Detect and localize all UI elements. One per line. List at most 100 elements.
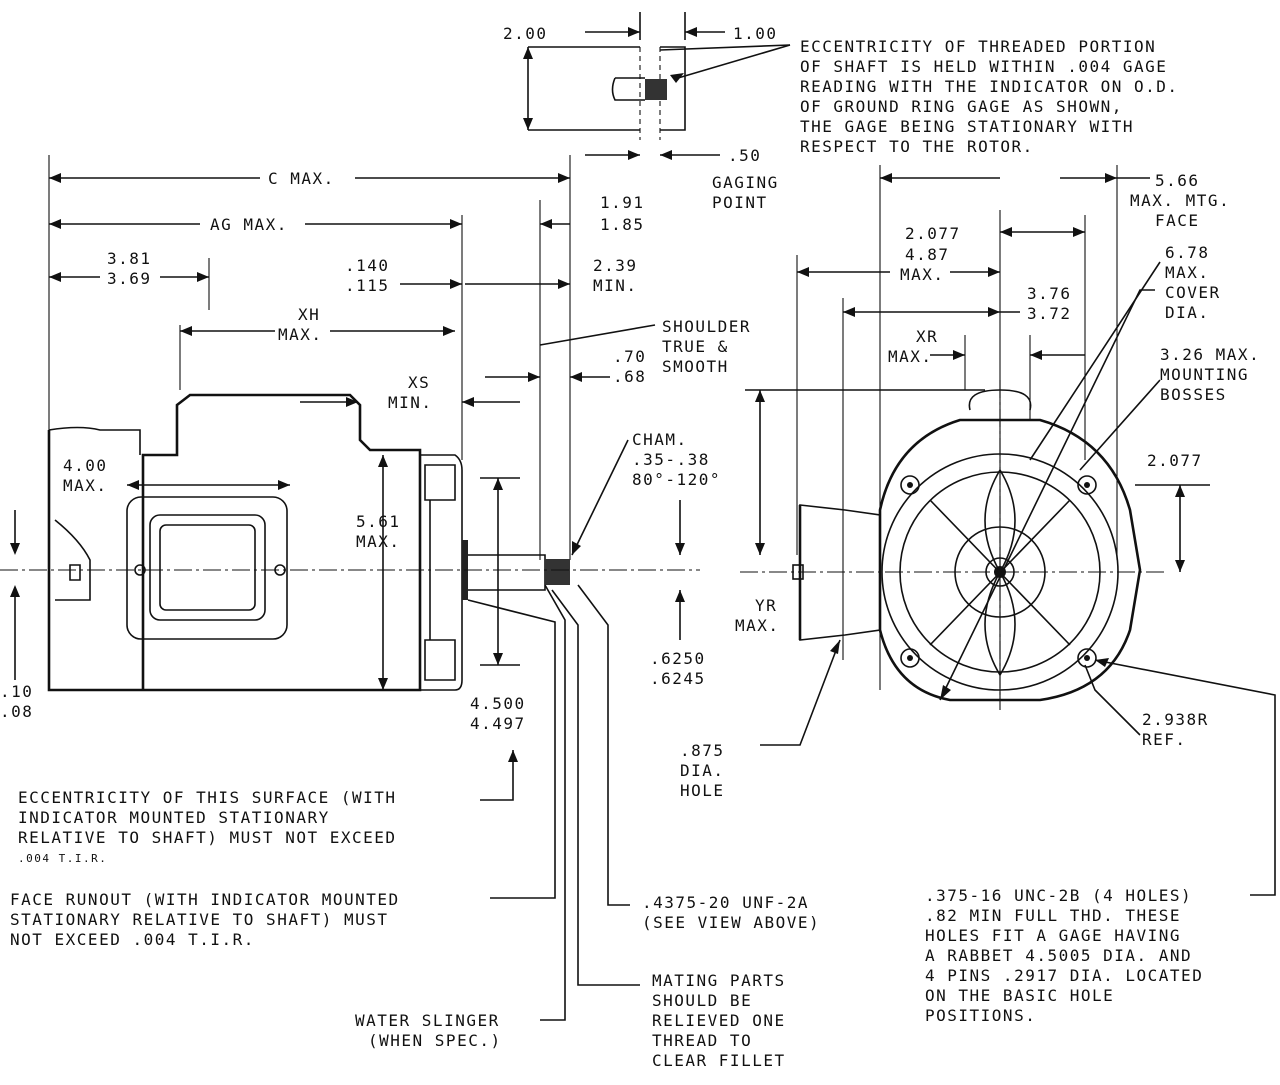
slinger-line-2: (WHEN SPEC.) xyxy=(368,1031,502,1050)
ecc-note-line-1: ECCENTRICITY OF THREADED PORTION xyxy=(800,37,1156,56)
dim-3-26: 3.26 MAX. xyxy=(1160,345,1260,364)
c-max-label: C MAX. xyxy=(268,169,335,188)
shoulder-line-1: SHOULDER xyxy=(662,317,751,336)
holes-line-1: .375-16 UNC-2B (4 HOLES) xyxy=(925,886,1192,905)
dim-3-76: 3.76 xyxy=(1027,284,1072,303)
dim-0-08: .08 xyxy=(0,702,33,721)
mtg-face-line-1: MAX. MTG. xyxy=(1130,191,1230,210)
dim-2-938r: 2.938R xyxy=(1142,710,1209,729)
face-runout-line-1: FACE RUNOUT (WITH INDICATOR MOUNTED xyxy=(10,890,400,909)
dim-5-61-max: MAX. xyxy=(356,532,401,551)
dim-2-077-right: 2.077 xyxy=(1147,451,1203,470)
bosses-line-2: BOSSES xyxy=(1160,385,1227,404)
dim-3-81: 3.81 xyxy=(107,249,152,268)
ecc-surface-line-3: RELATIVE TO SHAFT) MUST NOT EXCEED xyxy=(18,828,397,847)
hole-line-2: DIA. xyxy=(680,761,725,780)
bosses-line-1: MOUNTING xyxy=(1160,365,1249,384)
cover-line-1: MAX. xyxy=(1165,263,1210,282)
mating-line-1: MATING PARTS xyxy=(652,971,786,990)
mounting-boss-icon xyxy=(1077,475,1097,495)
thread-note-line-2: (SEE VIEW ABOVE) xyxy=(642,913,820,932)
end-view: 5.66 MAX. MTG. FACE 2.077 4.87 MAX. 6.78… xyxy=(680,165,1276,896)
dim-0-50: .50 xyxy=(728,146,761,165)
slinger-line-1: WATER SLINGER xyxy=(355,1011,500,1030)
mounting-boss-icon xyxy=(1077,648,1097,668)
mating-line-2: SHOULD BE xyxy=(652,991,752,1010)
cham-line-2: .35-.38 xyxy=(632,450,710,469)
dim-2-39-min: MIN. xyxy=(593,276,638,295)
face-runout-line-3: NOT EXCEED .004 T.I.R. xyxy=(10,930,255,949)
xr-label: XR xyxy=(916,327,938,346)
notes: ECCENTRICITY OF THIS SURFACE (WITH INDIC… xyxy=(10,788,1203,1070)
dim-3-72: 3.72 xyxy=(1027,304,1072,323)
dim-5-61: 5.61 xyxy=(356,512,401,531)
shoulder-line-3: SMOOTH xyxy=(662,357,729,376)
dim-1-91: 1.91 xyxy=(600,193,645,212)
cham-line-1: CHAM. xyxy=(632,430,688,449)
dim-0-70: .70 xyxy=(613,347,646,366)
mating-line-4: THREAD TO xyxy=(652,1031,752,1050)
dim-1-85: 1.85 xyxy=(600,215,645,234)
ag-max-label: AG MAX. xyxy=(210,215,288,234)
shaft-thread-icon xyxy=(545,559,570,585)
dim-1-00: 1.00 xyxy=(733,24,778,43)
dim-2-39: 2.39 xyxy=(593,256,638,275)
xh-label: XH xyxy=(298,305,320,324)
dim-2-077-top: 2.077 xyxy=(905,224,961,243)
ecc-note-line-2: OF SHAFT IS HELD WITHIN .004 GAGE xyxy=(800,57,1167,76)
gaging-label-1: GAGING xyxy=(712,173,779,192)
ecc-note-line-3: READING WITH THE INDICATOR ON O.D. xyxy=(800,77,1179,96)
yr-max-label: MAX. xyxy=(735,616,780,635)
dim-0-68: .68 xyxy=(613,367,646,386)
xh-max-label: MAX. xyxy=(278,325,323,344)
holes-line-7: POSITIONS. xyxy=(925,1006,1036,1025)
thread-note-line-1: .4375-20 UNF-2A xyxy=(642,893,809,912)
yr-label: YR xyxy=(755,596,777,615)
dim-6245: .6245 xyxy=(650,669,706,688)
end-bell-icon xyxy=(881,453,1119,691)
threaded-shaft-end-icon xyxy=(645,79,667,100)
ecc-note-line-6: RESPECT TO THE ROTOR. xyxy=(800,137,1034,156)
dim-2-00: 2.00 xyxy=(503,24,548,43)
dim-0-10: .10 xyxy=(0,682,33,701)
holes-line-2: .82 MIN FULL THD. THESE xyxy=(925,906,1181,925)
mtg-face-line-2: FACE xyxy=(1155,211,1200,230)
mounting-boss-icon xyxy=(900,648,920,668)
xs-label: XS xyxy=(408,373,430,392)
xr-max-label: MAX. xyxy=(888,347,933,366)
cover-line-3: DIA. xyxy=(1165,303,1210,322)
conduit-box-icon xyxy=(126,496,288,640)
dim-140: .140 xyxy=(345,256,390,275)
cham-line-3: 80°-120° xyxy=(632,470,721,489)
dim-5-66: 5.66 xyxy=(1155,171,1200,190)
dim-4-87: 4.87 xyxy=(905,245,950,264)
dim-4-00-max: MAX. xyxy=(63,476,108,495)
cover-line-2: COVER xyxy=(1165,283,1221,302)
dim-6250: .6250 xyxy=(650,649,706,668)
ecc-surface-line-2: INDICATOR MOUNTED STATIONARY xyxy=(18,808,330,827)
hole-line-1: .875 xyxy=(680,741,725,760)
mating-line-3: RELIEVED ONE xyxy=(652,1011,786,1030)
gage-detail-view: 2.00 1.00 .50 GAGING POINT ECCENTRICITY … xyxy=(503,12,1179,212)
mating-line-5: CLEAR FILLET xyxy=(652,1051,786,1070)
ecc-surface-line-1: ECCENTRICITY OF THIS SURFACE (WITH xyxy=(18,788,397,807)
ref-label: REF. xyxy=(1142,730,1187,749)
xs-min-label: MIN. xyxy=(388,393,433,412)
ecc-note-line-4: OF GROUND RING GAGE AS SHOWN, xyxy=(800,97,1123,116)
dim-4-500: 4.500 xyxy=(470,694,526,713)
holes-line-6: ON THE BASIC HOLE xyxy=(925,986,1114,1005)
face-runout-line-2: STATIONARY RELATIVE TO SHAFT) MUST xyxy=(10,910,389,929)
holes-line-4: A RABBET 4.5005 DIA. AND xyxy=(925,946,1192,965)
holes-line-3: HOLES FIT A GAGE HAVING xyxy=(925,926,1181,945)
mounting-boss-icon xyxy=(900,475,920,495)
dim-3-69: 3.69 xyxy=(107,269,152,288)
side-view: C MAX. AG MAX. 3.81 3.69 .140 .115 1.91 … xyxy=(0,155,751,1021)
ecc-surface-line-4: .004 T.I.R. xyxy=(18,852,107,865)
holes-line-5: 4 PINS .2917 DIA. LOCATED xyxy=(925,966,1203,985)
dim-4-497: 4.497 xyxy=(470,714,526,733)
dim-4-00: 4.00 xyxy=(63,456,108,475)
hole-line-3: HOLE xyxy=(680,781,725,800)
shoulder-line-2: TRUE & xyxy=(662,337,729,356)
dim-115: .115 xyxy=(345,276,390,295)
